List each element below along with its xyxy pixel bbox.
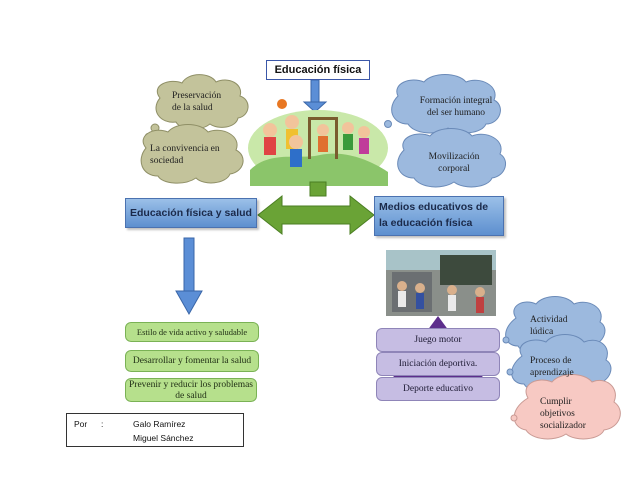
cloud-formacion — [384, 74, 501, 134]
cloud-cumplir-text: Cumplir objetivos socializador — [540, 397, 586, 431]
list-item-fomentar-salud: Desarrollar y fomentar la salud — [125, 350, 259, 372]
cloud-movilizacion — [397, 128, 507, 188]
school-photo — [386, 250, 496, 316]
author-name-1: Galo Ramírez — [133, 419, 186, 429]
arrow-down-title — [302, 79, 328, 113]
pyramid-iniciacion: Iniciación deportiva. — [376, 352, 500, 376]
arrow-down-left — [175, 237, 203, 316]
double-arrow-horizontal — [257, 194, 375, 236]
cloud-actividad-text: Actividad lúdica — [530, 315, 568, 337]
box-educacion-salud: Educación física y salud — [125, 198, 257, 228]
page-title: Educación física — [266, 60, 370, 80]
authors-box: Por : Galo Ramírez Miguel Sánchez — [66, 413, 244, 447]
authors-separator: : — [101, 419, 104, 429]
cloud-cumplir — [510, 374, 621, 440]
box-medios-educativos: Medios educativos de la educación física — [374, 196, 504, 236]
list-item-prevenir: Prevenir y reducir los problemas de salu… — [125, 378, 257, 402]
authors-label: Por — [74, 419, 88, 429]
pyramid-deporte: Deporte educativo — [376, 377, 500, 401]
cloud-proceso-text: Proceso de aprendizaje — [530, 356, 574, 378]
cloud-convivencia — [140, 124, 244, 184]
arrow-down-illustration — [309, 181, 327, 197]
kids-playing-illustration — [248, 99, 388, 186]
pyramid-juego-motor: Juego motor — [376, 328, 500, 352]
cloud-formacion-text: Formación integral del ser humano — [419, 96, 493, 118]
cloud-movilizacion-text: Movilización corporal — [428, 152, 480, 174]
author-name-2: Miguel Sánchez — [133, 433, 194, 443]
cloud-convivencia-text: La convivencia en sociedad — [150, 144, 220, 166]
list-item-estilo-vida: Estilo de vida activo y saludable — [125, 322, 259, 342]
cloud-preservacion-text: Preservación de la salud — [172, 91, 222, 113]
